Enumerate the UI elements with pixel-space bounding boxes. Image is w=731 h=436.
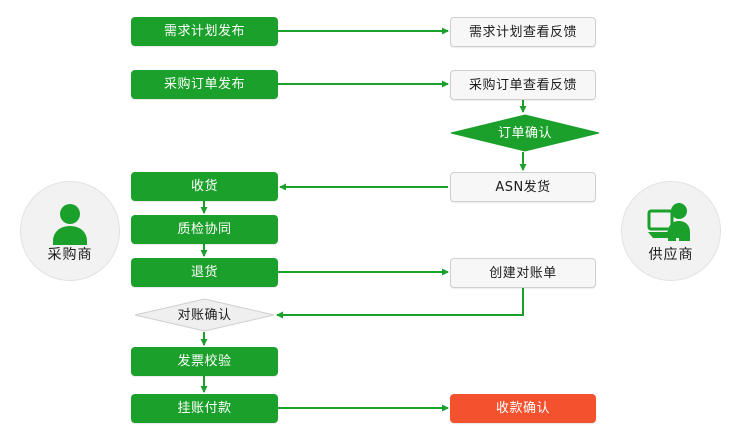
node-label: 对账确认 bbox=[177, 307, 232, 323]
node-label: 采购订单发布 bbox=[163, 77, 245, 92]
node-receive-goods[interactable]: 收货 bbox=[131, 172, 278, 201]
actor-label: 采购商 bbox=[47, 246, 93, 263]
node-label: 发票校验 bbox=[177, 354, 232, 369]
node-label: 挂账付款 bbox=[177, 401, 232, 416]
node-label: ASN发货 bbox=[495, 179, 551, 195]
node-label: 需求计划发布 bbox=[163, 24, 245, 39]
actor-buyer[interactable]: 采购商 bbox=[20, 181, 120, 281]
diamond-shape bbox=[450, 114, 600, 152]
node-label: 采购订单查看反馈 bbox=[468, 77, 577, 93]
node-payment-confirm[interactable]: 收款确认 bbox=[450, 394, 596, 423]
person-icon bbox=[45, 201, 95, 248]
node-asn-shipment[interactable]: ASN发货 bbox=[450, 172, 596, 202]
node-order-confirm[interactable]: 订单确认 bbox=[450, 114, 600, 152]
node-invoice-check[interactable]: 发票校验 bbox=[131, 347, 278, 376]
edge-stmt-confirm bbox=[276, 288, 524, 319]
node-quality-collab[interactable]: 质检协同 bbox=[131, 215, 278, 244]
node-label: 收货 bbox=[190, 179, 218, 194]
node-payable-payment[interactable]: 挂账付款 bbox=[131, 394, 278, 423]
node-label: 收款确认 bbox=[495, 401, 550, 416]
node-label: 创建对账单 bbox=[489, 265, 557, 281]
node-return-goods[interactable]: 退货 bbox=[131, 258, 278, 287]
node-label: 订单确认 bbox=[497, 125, 552, 141]
person-at-computer-icon bbox=[646, 201, 696, 248]
edge-paths bbox=[200, 27, 527, 412]
node-po-publish[interactable]: 采购订单发布 bbox=[131, 70, 278, 99]
node-po-feedback[interactable]: 采购订单查看反馈 bbox=[450, 70, 596, 100]
actor-label: 供应商 bbox=[648, 246, 694, 263]
node-label: 退货 bbox=[190, 265, 218, 280]
diamond-shape bbox=[134, 298, 275, 332]
node-label: 需求计划查看反馈 bbox=[468, 24, 577, 40]
node-demand-plan-publish[interactable]: 需求计划发布 bbox=[131, 17, 278, 46]
actor-supplier[interactable]: 供应商 bbox=[621, 181, 721, 281]
node-statement-confirm[interactable]: 对账确认 bbox=[134, 298, 275, 332]
node-create-statement[interactable]: 创建对账单 bbox=[450, 258, 596, 288]
node-label: 质检协同 bbox=[177, 222, 232, 237]
node-demand-plan-feedback[interactable]: 需求计划查看反馈 bbox=[450, 17, 596, 47]
